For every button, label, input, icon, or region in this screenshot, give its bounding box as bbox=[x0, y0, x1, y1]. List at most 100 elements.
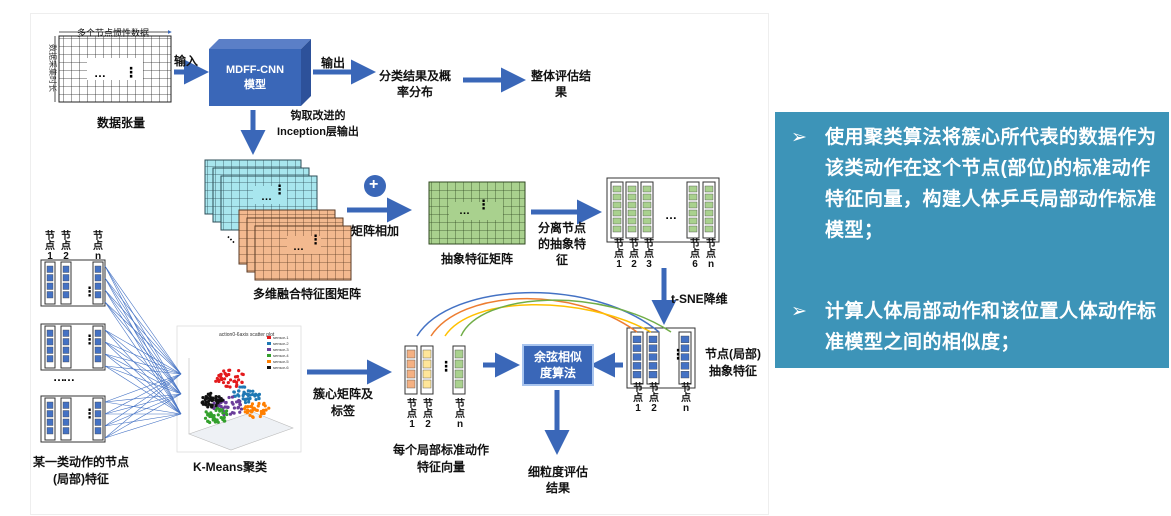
right-node-vector-cell bbox=[632, 371, 642, 379]
scatter-point bbox=[251, 389, 255, 393]
legend-label: sensor-2 bbox=[273, 341, 289, 346]
scatter-point bbox=[219, 377, 224, 381]
fan-line bbox=[104, 393, 182, 439]
scatter-point bbox=[235, 383, 239, 387]
scatter-point bbox=[219, 415, 223, 420]
scatter-point bbox=[238, 410, 242, 414]
scatter-point bbox=[209, 403, 213, 407]
scatter-point bbox=[222, 377, 227, 381]
legend-swatch bbox=[267, 348, 271, 351]
legend-label: sensor-1 bbox=[273, 335, 289, 340]
fan-line bbox=[104, 265, 182, 375]
left-node-vector-cell bbox=[46, 329, 54, 337]
top-node-vector-cell bbox=[704, 217, 714, 225]
left-node-2: 节点2 bbox=[61, 231, 71, 262]
tensor-vdots-1: ⋮ bbox=[124, 64, 138, 80]
top-node-2: 节点2 bbox=[629, 239, 639, 270]
scatter-point bbox=[236, 399, 240, 404]
left-node-vector-cell bbox=[94, 410, 102, 418]
abstract-dots: … bbox=[459, 205, 470, 217]
scatter-point bbox=[250, 410, 254, 414]
top-nodes-dots: … bbox=[665, 208, 677, 222]
mid-node-vector-cell bbox=[422, 369, 432, 379]
fan-lines bbox=[104, 265, 182, 439]
scatter-point bbox=[235, 374, 240, 379]
scatter-point bbox=[236, 405, 241, 409]
scatter-point bbox=[209, 391, 213, 395]
fan-line bbox=[104, 413, 182, 439]
top-node-vector-cell bbox=[612, 217, 622, 225]
scatter-point bbox=[257, 396, 261, 400]
scatter-point bbox=[257, 401, 261, 406]
top-node-vector-cell bbox=[688, 193, 698, 201]
top-node-vector-cell bbox=[704, 209, 714, 217]
fan-line bbox=[104, 341, 182, 415]
scatter-point bbox=[228, 385, 232, 389]
scatter-point bbox=[204, 400, 208, 404]
top-node-vector-cell bbox=[612, 193, 622, 201]
scatter-point bbox=[242, 390, 246, 394]
legend-swatch bbox=[267, 342, 271, 345]
left-node-groups bbox=[40, 259, 106, 443]
left-node-vector-cell bbox=[46, 291, 54, 299]
top-node-vector-cell bbox=[704, 225, 714, 233]
scatter-point bbox=[237, 369, 241, 373]
fan-line bbox=[104, 373, 182, 403]
left-node-vector-cell bbox=[46, 346, 54, 354]
left-node-vector-cell bbox=[94, 355, 102, 363]
scatter-point bbox=[240, 380, 244, 385]
mid-node-vector-cell bbox=[454, 379, 464, 389]
scatter-point bbox=[253, 394, 257, 398]
scatter-point bbox=[204, 403, 208, 407]
left-node-vector-cell bbox=[62, 265, 70, 273]
legend-label: sensor-5 bbox=[273, 359, 289, 364]
scatter-point bbox=[254, 397, 258, 402]
legend-swatch bbox=[267, 360, 271, 363]
cyan-dots: … bbox=[261, 191, 272, 203]
mid-node-vector-cell bbox=[406, 379, 416, 389]
scatter-point bbox=[227, 395, 231, 400]
right-node-vector-cell bbox=[632, 362, 642, 370]
fan-line bbox=[104, 329, 182, 415]
scatter-point bbox=[256, 393, 260, 397]
right-node-vector-cell bbox=[648, 371, 658, 379]
top-node-vector-cell bbox=[642, 209, 652, 217]
scatter-point bbox=[256, 404, 260, 408]
scatter-point bbox=[237, 394, 241, 398]
standard-vector-label: 每个局部标准动作特征向量 bbox=[392, 443, 489, 474]
left-node-vector-cell bbox=[46, 418, 54, 426]
fan-line bbox=[104, 365, 182, 415]
mid-node-2: 节点2 bbox=[423, 399, 433, 430]
fan-line bbox=[104, 265, 182, 395]
mid-node-vector-cell bbox=[454, 369, 464, 379]
right-node-vectors bbox=[626, 327, 696, 389]
scatter-point bbox=[233, 394, 237, 398]
top-node-vector-cell bbox=[704, 193, 714, 201]
top-node-vector-cell bbox=[688, 209, 698, 217]
fan-line bbox=[104, 373, 182, 439]
fan-line bbox=[104, 341, 182, 395]
left-node-vector-cell bbox=[94, 346, 102, 354]
scatter-point bbox=[224, 400, 228, 405]
top-node-vector-cell bbox=[688, 201, 698, 209]
fan-line bbox=[104, 401, 182, 415]
left-group-frame bbox=[40, 259, 106, 307]
right-node-vector-cell bbox=[680, 371, 690, 379]
scatter-point bbox=[225, 405, 229, 409]
top-node-vector-cell bbox=[688, 217, 698, 225]
fan-line bbox=[104, 277, 182, 415]
diagram-svg: sensor-1sensor-2sensor-3sensor-4sensor-5… bbox=[40, 30, 720, 455]
abstract-vdots: ⋮ bbox=[477, 197, 490, 212]
left-node-vector-cell bbox=[94, 427, 102, 435]
class-feature-label: 某一类动作的节点(局部)特征 bbox=[32, 455, 129, 486]
scatter-point bbox=[206, 405, 210, 409]
top-node-vector-cell bbox=[704, 185, 714, 193]
scatter-point bbox=[218, 399, 222, 403]
scatter-point bbox=[249, 404, 253, 409]
top-node-vector-cell bbox=[627, 225, 637, 233]
top-node-vector-cell bbox=[612, 209, 622, 217]
scatter-point bbox=[251, 406, 255, 410]
right-node-1: 节点1 bbox=[633, 383, 643, 414]
right-node-vector-cell bbox=[648, 353, 658, 361]
